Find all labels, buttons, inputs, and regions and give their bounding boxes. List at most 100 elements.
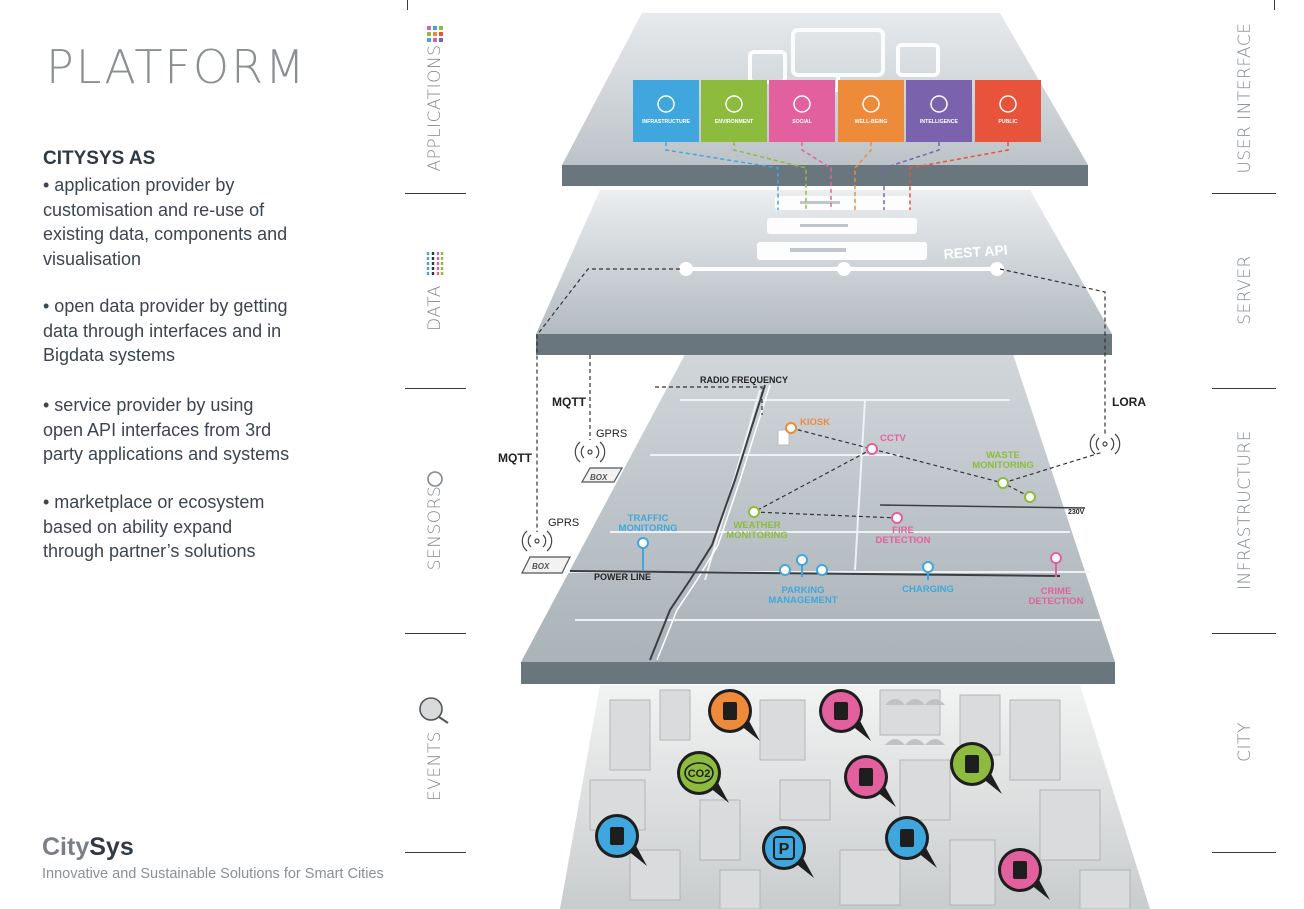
sensor-cctv[interactable]: CCTV: [866, 433, 907, 455]
sensor-circle-icon: [427, 471, 443, 487]
rest-api-label: REST API: [943, 242, 1008, 262]
kiosk-box: [777, 429, 790, 446]
antenna-icon-2: [521, 530, 553, 552]
radio-frequency-label: RADIO FREQUENCY: [700, 375, 788, 385]
sensor-label: DETECTION: [876, 535, 931, 546]
svg-text:BOX: BOX: [590, 473, 608, 482]
sensor-label: CHARGING: [902, 584, 954, 595]
layer-label-server: SERVER: [1235, 255, 1255, 325]
parking-icon[interactable]: P: [762, 826, 814, 878]
app-tile-intelligence[interactable]: INTELLIGENCE: [906, 80, 972, 142]
lora-label: LORA: [1112, 395, 1146, 409]
tagline: Innovative and Sustainable Solutions for…: [42, 866, 384, 882]
app-icon: [725, 95, 743, 113]
app-wire: [883, 142, 940, 210]
sensor-kiosk[interactable]: KIOSK: [785, 417, 830, 434]
antenna-icon-3: [1089, 433, 1121, 455]
left-top-tick: [407, 0, 408, 10]
svg-text:BOX: BOX: [532, 562, 550, 571]
app-tile-label: WELL-BEING: [855, 119, 888, 125]
app-tile-label: ENVIRONMENT: [715, 119, 754, 125]
left-divider-3: [405, 633, 466, 634]
parking-sensor-node: [779, 564, 791, 576]
app-wire: [801, 142, 832, 210]
app-icon: [930, 95, 948, 113]
app-tile-well-being[interactable]: WELL-BEING: [838, 80, 904, 142]
app-icon: [862, 95, 880, 113]
layer-label-data: DATA: [425, 285, 445, 331]
app-tile-infrastructure[interactable]: INFRASTRUCTURE: [633, 80, 699, 142]
sensor-network-lines: [753, 427, 1104, 519]
app-tile-label: PUBLIC: [998, 119, 1018, 125]
app-wire: [665, 142, 779, 210]
left-divider-1: [405, 193, 466, 194]
sensor-charging[interactable]: CHARGING: [902, 561, 954, 595]
layer-label-applications: APPLICATIONS: [425, 44, 445, 172]
car-crash-icon[interactable]: [819, 689, 871, 741]
svg-text:CO2: CO2: [688, 768, 711, 780]
app-wire: [733, 142, 807, 210]
company-heading: CITYSYS AS: [43, 148, 156, 169]
sensor-label: TRAFFIC: [628, 513, 669, 524]
app-wire: [909, 142, 1009, 210]
sensor-label: CCTV: [880, 433, 907, 444]
right-top-tick: [1274, 0, 1275, 10]
thief-icon[interactable]: [998, 848, 1050, 900]
sensor-label: WEATHER: [733, 520, 780, 531]
app-icon: [999, 95, 1017, 113]
svg-text:P: P: [779, 841, 790, 858]
citysys-logo: CitySys: [42, 833, 134, 861]
right-divider-4: [1212, 852, 1276, 853]
layer-label-city: CITY: [1235, 722, 1255, 762]
sensor-label: DETECTION: [1029, 596, 1084, 607]
page-title: PLATFORM: [46, 40, 307, 94]
antenna-icon-1: [574, 441, 606, 463]
app-wire: [854, 142, 872, 210]
gateway-box-1: BOX: [580, 467, 624, 483]
ev-charger-icon[interactable]: [885, 816, 937, 868]
230v-label: 230V: [1068, 509, 1085, 516]
sensor-label: MONITORNG: [619, 523, 678, 534]
data-bits-icon: [426, 252, 444, 276]
infrastructure-layer: [521, 345, 1115, 684]
sensor-label: CRIME: [1041, 586, 1072, 597]
gprs-label-1: GPRS: [596, 428, 627, 440]
gprs-label-2: GPRS: [548, 517, 579, 529]
platform-layer-diagram: REST API INFRASTRUCTURE ENVIRONMENT SOCIAL…: [498, 13, 1150, 909]
server-layer: REST API: [536, 190, 1112, 355]
sensor-label: KIOSK: [800, 417, 830, 428]
sensor-label: FIRE: [892, 525, 914, 536]
fire-icon[interactable]: [844, 755, 896, 807]
mqtt-label-2: MQTT: [498, 451, 533, 465]
layer-label-sensors: SENSORS: [425, 485, 445, 571]
sensor-label: WASTE: [986, 450, 1020, 461]
left-divider-2: [405, 388, 466, 389]
app-tile-social[interactable]: SOCIAL: [769, 80, 835, 142]
city-buildings: [560, 685, 1150, 909]
applications-grid-icon: [427, 26, 443, 42]
sensor-label: MANAGEMENT: [768, 595, 837, 606]
sensor-label: PARKING: [781, 585, 824, 596]
door-icon[interactable]: [708, 689, 760, 741]
layer-label-infrastructure: INFRASTRUCTURE: [1235, 430, 1255, 590]
app-tile-label: INFRASTRUCTURE: [642, 119, 690, 125]
app-tile-environment[interactable]: ENVIRONMENT: [701, 80, 767, 142]
app-icon: [793, 95, 811, 113]
app-tile-public[interactable]: PUBLIC: [975, 80, 1041, 142]
events-magnifier-icon: [419, 697, 449, 724]
data-connection-lines: [536, 268, 1106, 532]
trash-icon[interactable]: [950, 742, 1002, 794]
co2-icon[interactable]: CO2: [677, 751, 729, 803]
traffic-jam-icon[interactable]: [595, 814, 647, 866]
parking-sensor-node: [816, 564, 828, 576]
